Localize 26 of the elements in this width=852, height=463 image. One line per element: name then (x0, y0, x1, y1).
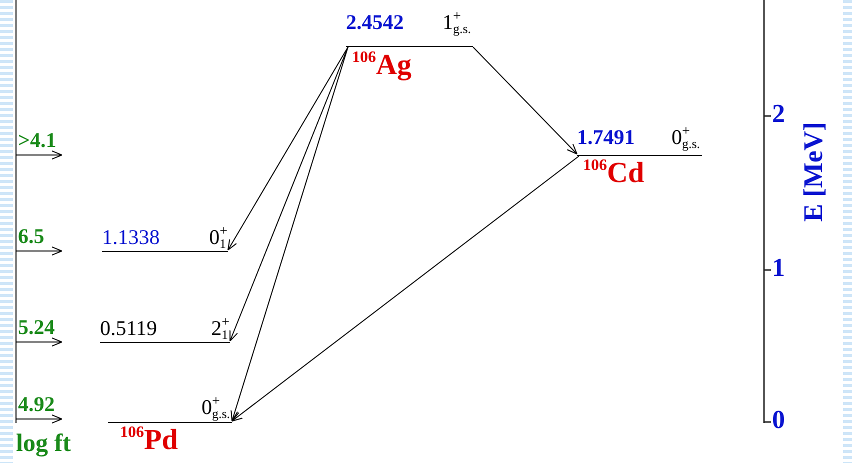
log-ft-value: >4.1 (18, 128, 56, 152)
energy-value: 2.4542 (346, 10, 404, 34)
axis-title: log ft (16, 432, 71, 456)
energy-value: 1.7491 (577, 125, 635, 149)
log-ft-value: 4.92 (18, 392, 55, 416)
decay-arrow (232, 156, 580, 422)
isotope-label: $^{106}$Pd (120, 425, 178, 455)
decay-arrow (230, 46, 348, 422)
isotope-label: $^{106}$Ag (352, 50, 412, 80)
energy-level (108, 395, 232, 423)
decay-arrow (230, 46, 348, 342)
decay-arrow (228, 46, 348, 250)
isotope-label: $^{106}$Cd (583, 158, 644, 188)
energy-level (346, 10, 473, 47)
energy-level (100, 316, 230, 343)
energy-level (577, 125, 702, 156)
energy-value: 0.5119 (100, 316, 157, 340)
log-ft-value: 6.5 (18, 224, 44, 248)
tick-label: 2 (772, 102, 785, 126)
decay-arrow (472, 46, 578, 154)
tick-label: 1 (772, 256, 785, 280)
log-ft-value: 5.24 (18, 315, 55, 339)
energy-value: 1.1338 (102, 225, 160, 249)
energy-level (102, 225, 228, 252)
axis-title: E [MeV] (798, 122, 828, 222)
tick-label: 0 (772, 408, 785, 432)
